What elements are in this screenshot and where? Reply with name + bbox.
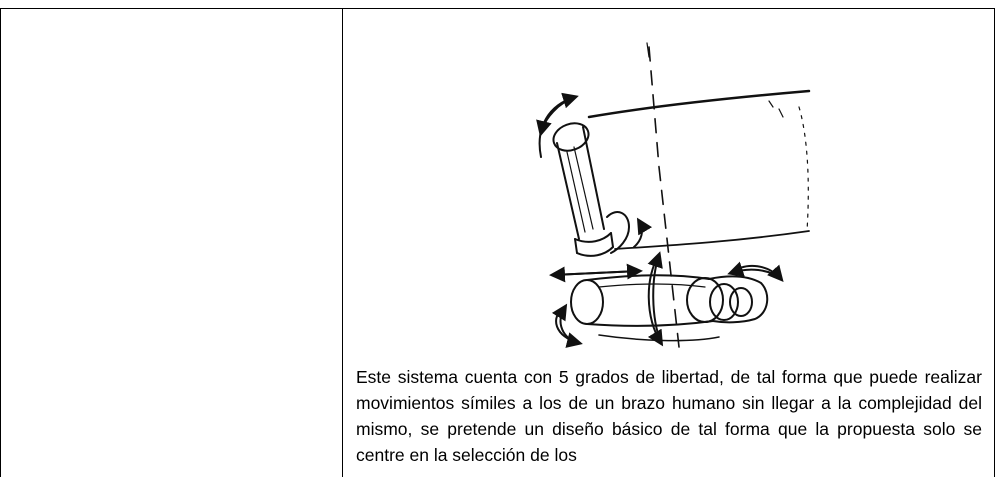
table-cell-left	[1, 9, 342, 477]
table-cell-right: Este sistema cuenta con 5 grados de libe…	[343, 9, 994, 477]
table-border-right	[994, 8, 995, 477]
table-border-top	[0, 8, 995, 9]
figure-caption-paragraph: Este sistema cuenta con 5 grados de libe…	[356, 367, 982, 465]
robotic-arm-sketch-figure	[479, 17, 839, 361]
table-column-divider	[342, 8, 343, 477]
table-border-left	[0, 8, 1, 477]
